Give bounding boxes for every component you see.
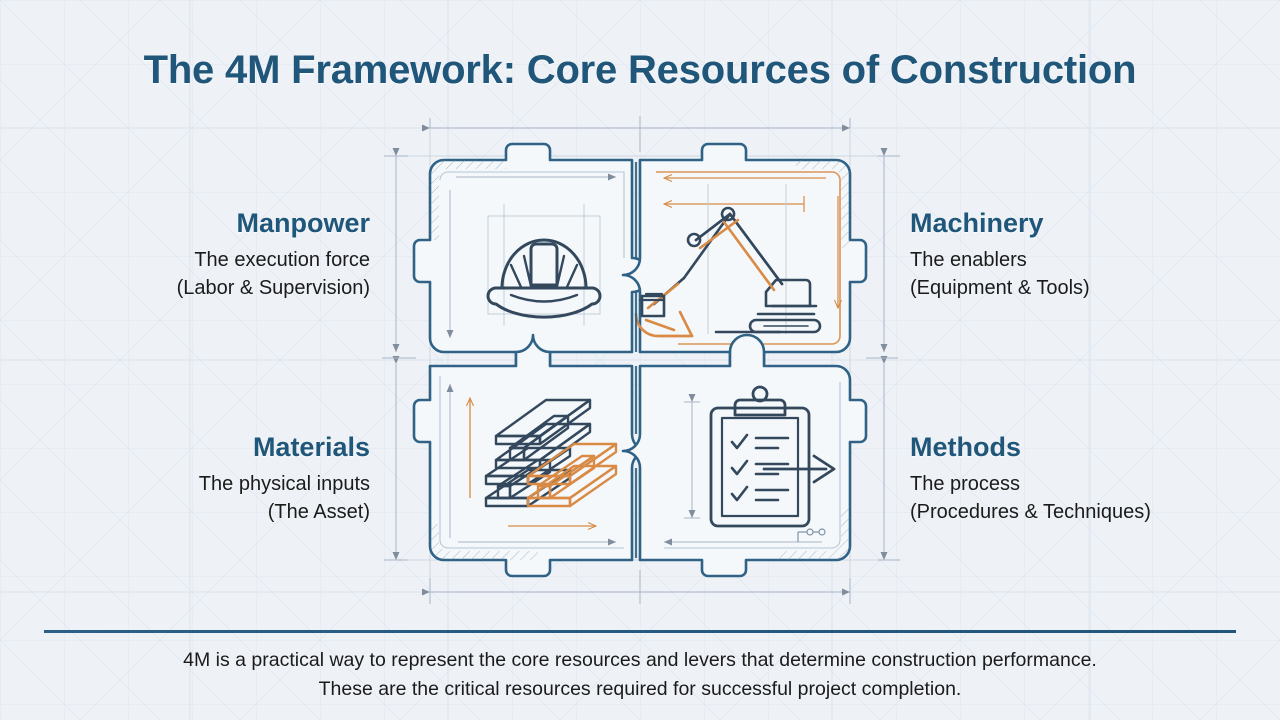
quadrant-description-manpower: The execution force (Labor & Supervision… (176, 249, 370, 300)
quadrant-label-materials: Materials The physical inputs (The Asset… (40, 432, 370, 527)
quadrant-title-manpower: Manpower (236, 208, 370, 238)
puzzle-piece-materials[interactable] (412, 333, 651, 578)
footer-divider (44, 630, 1236, 633)
quadrant-title-materials: Materials (252, 432, 370, 462)
puzzle-piece-methods[interactable] (621, 333, 868, 578)
quadrant-label-methods: Methods The process (Procedures & Techni… (910, 432, 1260, 527)
four-m-jigsaw-diagram (382, 116, 900, 604)
quadrant-title-methods: Methods (910, 432, 1021, 462)
quadrant-description-machinery: The enablers (Equipment & Tools) (910, 249, 1090, 300)
quadrant-description-materials: The physical inputs (The Asset) (198, 473, 370, 524)
page-title: The 4M Framework: Core Resources of Cons… (143, 48, 1137, 92)
footer-caption: 4M is a practical way to represent the c… (183, 649, 1097, 701)
quadrant-description-methods: The process (Procedures & Techniques) (910, 473, 1151, 524)
quadrant-label-manpower: Manpower The execution force (Labor & Su… (40, 208, 370, 303)
quadrant-label-machinery: Machinery The enablers (Equipment & Tool… (910, 208, 1260, 303)
quadrant-title-machinery: Machinery (910, 208, 1044, 238)
